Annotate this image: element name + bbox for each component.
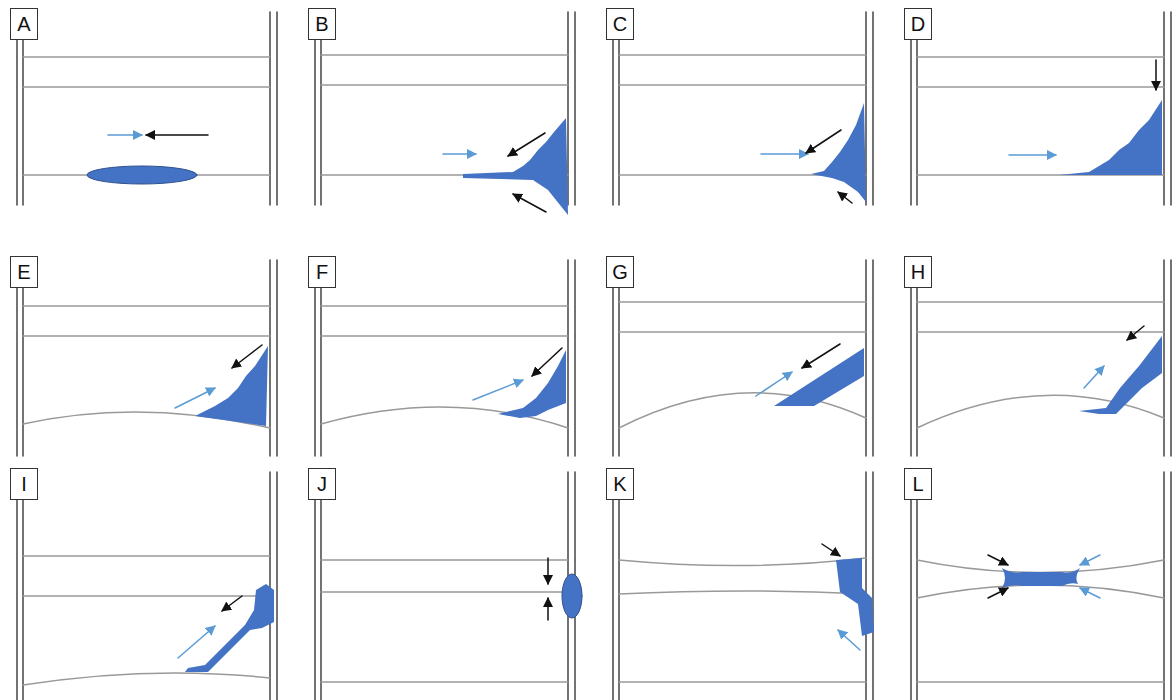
panel-label: K — [606, 468, 634, 500]
panel-label: I — [10, 468, 38, 500]
panel-label: H — [904, 256, 932, 288]
panel-letter: C — [613, 13, 627, 36]
panel-letter: B — [315, 13, 328, 36]
panel-letter: D — [911, 13, 925, 36]
panel-letter: K — [613, 473, 626, 496]
panel-letter: G — [612, 261, 628, 284]
panel-letter: I — [21, 473, 27, 496]
panel-letter: E — [17, 261, 30, 284]
panel-label: B — [308, 8, 336, 40]
panel-label: J — [308, 468, 336, 500]
panel-letter: J — [317, 473, 327, 496]
panel-label: L — [904, 468, 932, 500]
panel-label: F — [308, 256, 336, 288]
panel-letter: L — [912, 473, 923, 496]
panel-label: E — [10, 256, 38, 288]
panel-label: C — [606, 8, 634, 40]
panel-letter: H — [911, 261, 925, 284]
panel-letter: F — [316, 261, 328, 284]
panel-label: D — [904, 8, 932, 40]
panel-label: A — [10, 8, 38, 40]
panel-letter: A — [17, 13, 30, 36]
panel-label: G — [606, 256, 634, 288]
